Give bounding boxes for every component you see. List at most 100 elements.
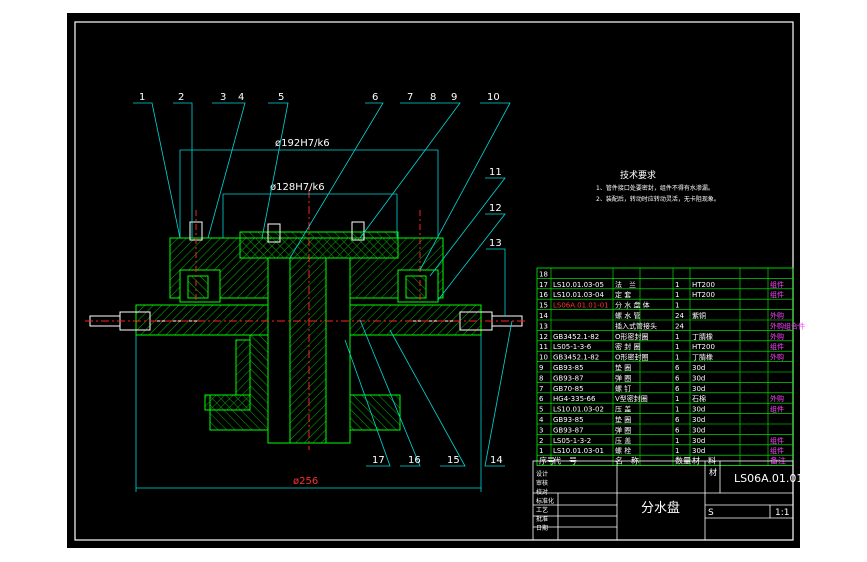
balloon-11: 11 [489,167,502,178]
bom-cell-no: 15 [539,302,548,310]
balloon-17: 17 [372,455,385,466]
title-block [532,460,794,541]
notes-line-1: 1、管件接口处要密封，组件不得有水渗漏。 [596,184,714,192]
bom-cell-note: 外购 [770,353,784,362]
bolt-right [351,221,365,241]
bom-cell-qty: 6 [675,364,680,372]
bom-cell-note: 组件 [770,290,784,299]
bom-cell-code: GB3452.1-82 [553,333,599,341]
bom-cell-mat: HT200 [692,291,715,299]
bom-cell-note: 外购 [770,311,784,320]
bom-cell-no: 7 [539,385,543,393]
bom-cell-mat: HT200 [692,343,715,351]
technical-notes: 技术要求 1、管件接口处要密封，组件不得有水渗漏。 2、装配后，转动时应转动灵活… [596,169,720,203]
bom-cell-no: 6 [539,395,544,403]
balloon-12: 12 [489,203,502,214]
bom-cell-name: 垫 圈 [615,415,631,424]
bom-cell-name: 垫 圈 [615,363,631,372]
bom-cell-name: 压 盖 [615,436,631,445]
dimension-256: ø256 [293,476,318,487]
bom-cell-no: 8 [539,374,543,382]
bom-cell-qty: 6 [675,385,680,393]
bom-cell-qty: 24 [675,312,684,320]
title-block-label: 日期 [536,524,548,532]
bom-cell-name: 螺 栓 [615,446,631,455]
bom-cell-code: GB70-85 [553,385,584,393]
bom-cell-qty: 24 [675,322,684,330]
bom-cell-name: V型密封圈 [615,394,648,403]
section-view[interactable] [85,190,525,450]
bom-cell-no: 16 [539,291,548,299]
balloon-9: 9 [451,92,457,103]
bom-cell-no: 13 [539,322,548,330]
lower-flange-left [204,339,251,411]
bom-cell-note: 组件 [770,405,784,414]
bom-cell-note: 外购 [770,394,784,403]
balloon-13: 13 [489,238,502,249]
bom-cell-mat: 30d [692,374,705,382]
bom-cell-name: 压 盖 [615,405,631,414]
bom-cell-code: LS10.01.03-05 [553,281,604,289]
bom-cell-no: 17 [539,281,548,289]
bom-cell-name: 分 水 盘 体 [615,301,650,310]
bom-cell-no: 1 [539,447,543,455]
balloon-16: 16 [408,455,421,466]
bom-cell-qty: 1 [675,343,679,351]
bom-cell-mat: 丁腈橡 [692,353,713,362]
balloon-15: 15 [447,455,460,466]
title-block-label: 标准化 [536,497,554,505]
left-o-ring [187,275,209,299]
bolt-mid [267,223,281,243]
cover-plate [239,231,399,259]
balloon-1: 1 [139,92,145,103]
bom-cell-code: LS05-1-3-6 [553,343,592,351]
bom-cell-qty: 1 [675,395,679,403]
bom-cell-code: LS10.01.03-01 [553,447,604,455]
title-block-label: 工艺 [536,506,548,514]
notes-line-2: 2、装配后，转动时应转动灵活，无卡阻现象。 [596,195,720,203]
bom-cell-name: 螺 水 管 [615,311,640,320]
bom-cell-name: 密 封 圈 [615,342,640,351]
drawing-scale: 1:1 [775,508,789,518]
bom-cell-code: GB93-87 [553,374,584,382]
bom-cell-qty: 1 [675,291,679,299]
drawing-stage: S [708,508,714,518]
balloon-labels: 1 2 3 4 5 6 7 8 9 10 11 12 13 14 15 16 1… [139,92,503,466]
bom-cell-code: GB93-87 [553,426,584,434]
bom-cell-code: GB3452.1-82 [553,354,599,362]
bom-cell-name: 弹 圈 [615,373,631,382]
bom-cell-mat: 30d [692,426,705,434]
title-block-label: 批准 [536,515,548,523]
title-block-label: 设计 [536,470,548,478]
drawing-title: 分水盘 [641,500,680,516]
bom-cell-mat: HT200 [692,281,715,289]
material-label: 材 [709,467,717,477]
bom-cell-no: 10 [539,354,548,362]
balloon-7: 7 [407,92,413,103]
leader-lines [133,102,513,467]
bom-cell-code: GB93-85 [553,416,584,424]
dimension-128: ø128H7/k6 [270,182,325,193]
bom-cell-mat: 30d [692,385,705,393]
bom-cell-no: 12 [539,333,548,341]
balloon-14: 14 [490,455,503,466]
balloon-6: 6 [372,92,378,103]
notes-title: 技术要求 [620,169,656,181]
title-block-label: 审核 [536,479,548,487]
bom-cell-name: 插入式管接头 [615,321,657,330]
bom-cell-note: 外购 [770,332,784,341]
bom-cell-note: 组件 [770,280,784,289]
dimension-lines [135,149,482,492]
bom-cell-note: 组件 [770,446,784,455]
balloon-8: 8 [430,92,436,103]
bom-cell-no: 11 [539,343,548,351]
title-block-label: 校对 [536,488,548,496]
bom-cell-note: 组件 [770,342,784,351]
bom-frame [536,267,794,467]
drawing-number: LS06A.01.01 [734,472,803,485]
bom-cell-mat: 30d [692,447,705,455]
dimension-192: ø192H7/k6 [275,138,330,149]
